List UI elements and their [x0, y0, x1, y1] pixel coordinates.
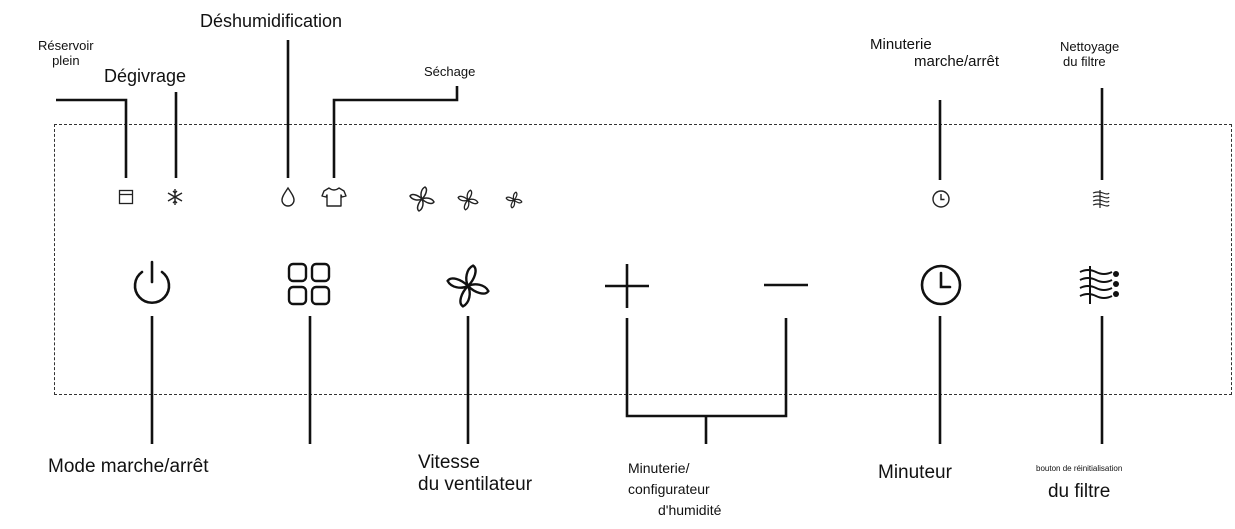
fan-icon[interactable] — [444, 262, 492, 310]
snowflake-icon — [167, 189, 183, 205]
droplet-icon — [281, 186, 295, 207]
filter-icon[interactable] — [1076, 264, 1128, 308]
label-dehumidification: Déshumidification — [200, 11, 343, 31]
clock-icon[interactable] — [918, 262, 964, 308]
plus-icon[interactable] — [603, 262, 651, 310]
filter-small-icon — [1092, 190, 1110, 208]
label-filter-reset: bouton de réinitialisation du filtre — [1036, 464, 1123, 503]
clock-small-icon — [932, 190, 950, 208]
shirt-icon — [321, 187, 347, 207]
fan-low-icon — [505, 191, 523, 209]
mode-grid-icon[interactable] — [287, 262, 333, 308]
leader-reservoir — [56, 98, 128, 178]
leader-drying — [332, 86, 459, 178]
tank-full-icon — [118, 189, 134, 205]
power-icon[interactable] — [128, 258, 176, 308]
label-timer: Minuteur — [878, 462, 952, 483]
label-timer-onoff: Minuterie marche/arrêt — [870, 36, 1000, 71]
control-panel-outline — [54, 124, 1232, 395]
fan-medium-icon — [457, 189, 479, 211]
minus-icon[interactable] — [762, 278, 810, 292]
label-reservoir-full: Réservoir plein — [38, 38, 94, 68]
label-defrost: Dégivrage — [104, 66, 187, 86]
label-drying: Séchage — [424, 64, 476, 79]
fan-high-icon — [409, 186, 435, 212]
label-power-mode: Mode marche/arrêt — [48, 456, 209, 477]
label-fan-speed: Vitesse du ventilateur — [418, 452, 533, 495]
leader-plus-minus — [625, 318, 788, 418]
label-filter-cleaning: Nettoyage du filtre — [1060, 39, 1120, 69]
label-timer-humidity: Minuterie/ configurateur d'humidité — [628, 460, 722, 518]
